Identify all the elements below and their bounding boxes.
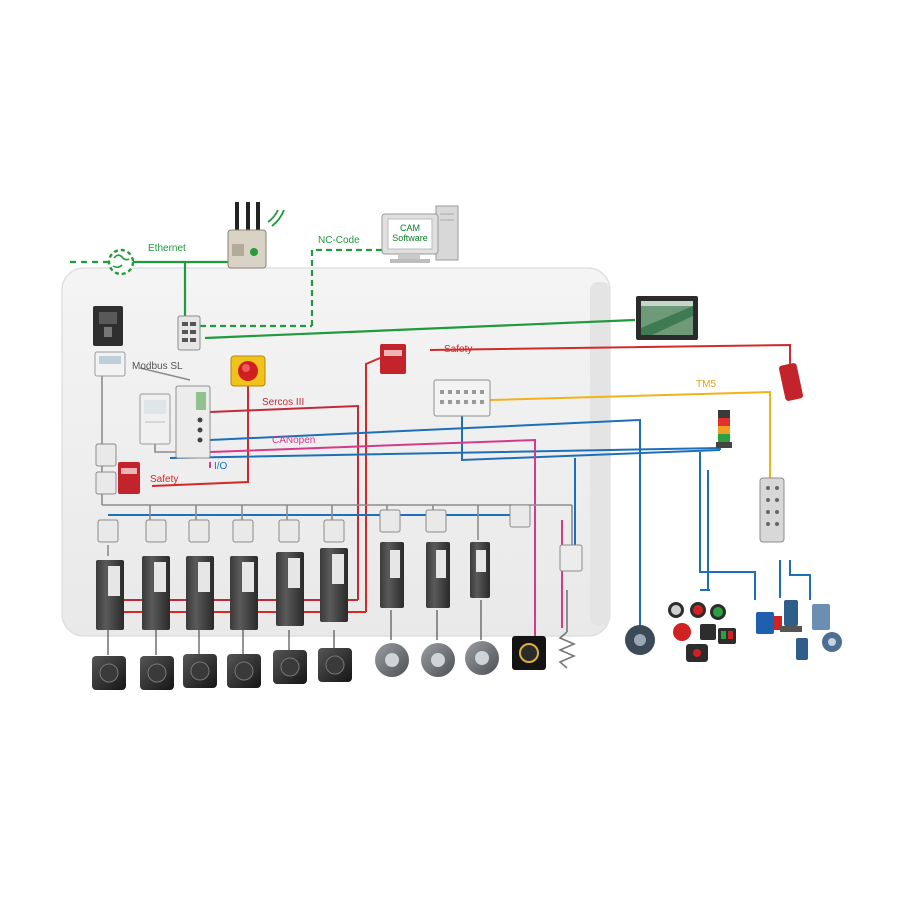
cam-workstation-icon xyxy=(381,205,459,263)
cylindrical-sensor-icon xyxy=(796,604,842,660)
power-meter-icon xyxy=(94,351,126,377)
servo-motor-icon xyxy=(227,654,261,688)
servo-motor-icon xyxy=(183,654,217,688)
stepper-drive-icon xyxy=(470,542,490,598)
servo-motor-icon xyxy=(140,656,174,690)
tm5-network-lines xyxy=(489,390,771,478)
spring-load-icon xyxy=(557,631,577,669)
rotary-encoder-icon xyxy=(625,625,655,655)
servo-drive-icon xyxy=(276,552,304,626)
tm5-io-module-icon xyxy=(433,379,491,417)
contactor-icon xyxy=(95,443,117,495)
safety-light-curtain-icon xyxy=(779,363,803,401)
ethernet-label: Ethernet xyxy=(148,243,186,254)
safety-relay-icon xyxy=(380,344,406,374)
io-network-lines xyxy=(209,438,563,645)
safety-top-label: Safety xyxy=(444,344,473,355)
stepper-motor-icon xyxy=(375,643,409,677)
stepper-drive-icon xyxy=(380,542,404,608)
safety-bottom-label: Safety xyxy=(150,474,179,485)
io-label: I/O xyxy=(214,461,228,472)
canopen-network-lines xyxy=(108,408,811,630)
stepper-motor-icon xyxy=(421,643,455,677)
servo-motor-icon xyxy=(92,656,126,690)
hmi-touchscreen-icon xyxy=(636,296,698,340)
safety-relay-icon xyxy=(118,462,140,494)
signal-tower-icon xyxy=(716,410,732,448)
power-supply-icon xyxy=(139,393,171,445)
stepper-motor-icon xyxy=(465,641,499,675)
motor-cable-lines xyxy=(107,590,568,655)
cam-software-label: CAM Software xyxy=(388,223,432,244)
network-globe-icon xyxy=(107,248,135,276)
servo-drive-icon xyxy=(320,548,348,622)
cam-label-line2: Software xyxy=(392,233,428,244)
ethernet-network-lines xyxy=(70,248,636,340)
ethernet-switch-icon xyxy=(177,315,201,351)
circuit-breaker-icon xyxy=(93,306,123,346)
servo-motor-icon xyxy=(318,648,352,682)
integrated-drive-motor-icon xyxy=(512,636,546,670)
emergency-stop-icon xyxy=(230,355,266,387)
motion-controller-icon xyxy=(175,385,211,459)
nc-code-label: NC-Code xyxy=(318,235,360,246)
servo-drive-icon xyxy=(186,556,214,630)
cam-label-line1: CAM xyxy=(400,223,420,233)
sercos-label: Sercos III xyxy=(262,397,305,408)
servo-motor-icon xyxy=(273,650,307,684)
servo-drive-icon xyxy=(96,560,124,630)
servo-drive-icon xyxy=(230,556,258,630)
push-button-icon xyxy=(668,602,736,662)
io-splitter-box-icon xyxy=(759,477,785,543)
modbus-label: Modbus SL xyxy=(132,361,183,372)
servo-drive-icon xyxy=(142,556,170,630)
stepper-drive-icon xyxy=(426,542,450,608)
proximity-sensor-icon xyxy=(780,600,802,632)
wireless-router-icon xyxy=(227,202,285,269)
tm5-label: TM5 xyxy=(696,379,716,390)
relay-module-icon xyxy=(559,544,583,572)
photoelectric-sensor-icon xyxy=(756,612,782,634)
canopen-label: CANopen xyxy=(272,435,316,446)
motor-breaker-row xyxy=(97,504,531,543)
